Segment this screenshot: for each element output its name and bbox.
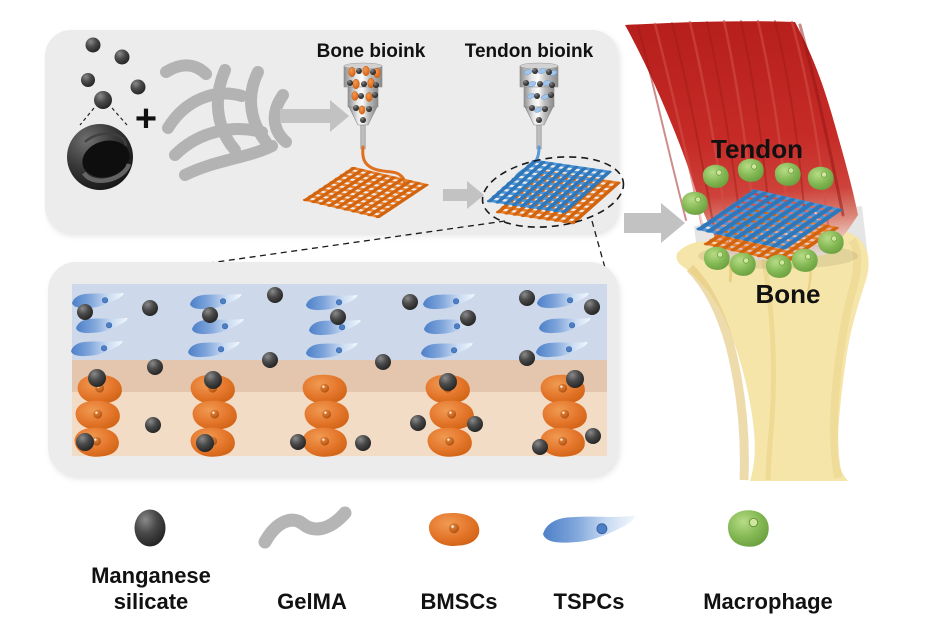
legend-item-manganese-silicate: Manganese silicate [91, 509, 211, 614]
tendon-label: Tendon [711, 134, 803, 164]
legend-item-tspcs: TSPCs [542, 515, 636, 614]
plus-sign: + [135, 98, 157, 140]
legend-label-tspcs: TSPCs [554, 589, 625, 614]
arrow-gelma-to-printer [280, 100, 349, 132]
legend-label-bmscs: BMSCs [420, 589, 497, 614]
magnify-ellipse [481, 156, 625, 228]
legend-label-manganese: Manganese [91, 563, 211, 588]
legend-item-macrophage: Macrophage [703, 509, 833, 614]
hollow-sphere-cutaway [67, 107, 133, 190]
inset-manganese-spheres [76, 287, 601, 455]
gelma-fiber-tangle [160, 59, 292, 181]
legend-item-bmscs: BMSCs [420, 512, 498, 614]
macrophage-icon [727, 509, 770, 548]
tspc-icon [542, 515, 636, 544]
legend-item-gelma: GelMA [258, 506, 352, 614]
legend: Manganese silicate GelMA BMSCs TSPCs Mac… [91, 506, 833, 614]
bone-bioink-label: Bone bioink [317, 41, 426, 62]
process-panel [45, 30, 618, 233]
bone-label: Bone [756, 279, 821, 309]
arrow-scaffold-step [443, 181, 484, 209]
tendon-bioink-label: Tendon bioink [465, 41, 594, 62]
anatomy-illustration: Tendon Bone [625, 19, 869, 481]
legend-label-macrophage: Macrophage [703, 589, 833, 614]
tendon-bioink-cells [523, 68, 558, 123]
gelma-icon [258, 506, 352, 549]
bone-bioink-cells [347, 65, 381, 123]
manganese-silicate-icon [134, 509, 166, 547]
legend-label-silicate: silicate [114, 589, 189, 614]
arrow-to-anatomy [624, 203, 685, 243]
legend-label-gelma: GelMA [277, 589, 347, 614]
bmsc-icon [428, 512, 480, 546]
manganese-silicate-particles [81, 37, 146, 109]
